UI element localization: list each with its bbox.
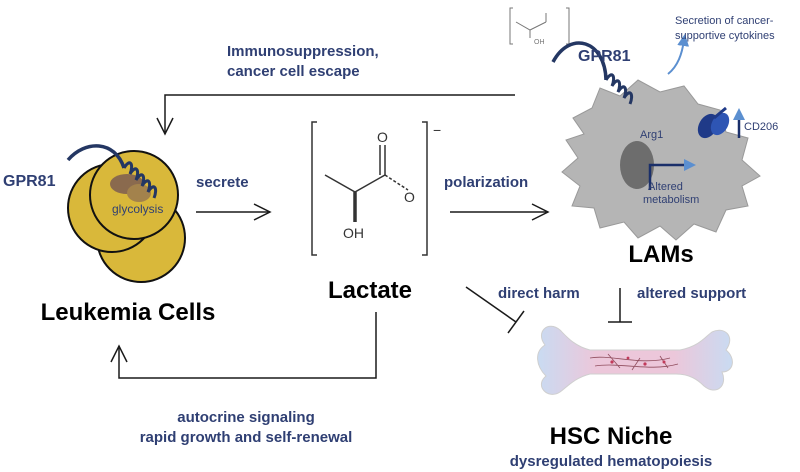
- gpr81-top-label: GPR81: [578, 48, 631, 65]
- autocrine-label-1: autocrine signaling: [177, 409, 315, 426]
- bone-icon: [537, 325, 733, 395]
- lams-title: LAMs: [628, 241, 693, 268]
- autocrine-label-2: rapid growth and self-renewal: [140, 429, 353, 446]
- altered-support-label: altered support: [637, 285, 746, 302]
- secrete-label: secrete: [196, 174, 249, 191]
- secretion-arrow: [667, 34, 690, 75]
- immuno-label-2: cancer cell escape: [227, 63, 360, 80]
- gpr81-helix-top: [604, 73, 634, 105]
- dysregulated-label: dysregulated hematopoiesis: [510, 453, 713, 470]
- immuno-label-1: Immunosuppression,: [227, 43, 379, 60]
- cd206-label: CD206: [744, 121, 778, 133]
- lactate-title: Lactate: [328, 277, 412, 304]
- gpr81-left-label: GPR81: [3, 173, 56, 190]
- lactate-icon-oh: OH: [534, 39, 545, 46]
- altered-label: Altered: [648, 181, 683, 193]
- metabolism-label: metabolism: [643, 194, 699, 206]
- glycolysis-label: glycolysis: [112, 202, 163, 216]
- immunosuppression-arrow: [156, 94, 515, 136]
- gpr81-tail-left: [66, 144, 126, 169]
- cd206-receptor: [697, 106, 730, 139]
- lactate-oxygen-2: O: [404, 189, 415, 205]
- macrophage-nucleus: [620, 141, 654, 189]
- autocrine-arrow: [110, 312, 377, 379]
- gpr81-helix-left: [122, 161, 158, 199]
- hsc-niche-title: HSC Niche: [550, 423, 673, 450]
- direct-harm-inhibitor: [465, 286, 525, 334]
- lactate-icon-small: [509, 7, 570, 45]
- gpr81-tail-top: [551, 41, 608, 81]
- altered-support-inhibitor: [608, 288, 632, 323]
- leukemia-cells: [66, 144, 186, 283]
- direct-harm-label: direct harm: [498, 285, 580, 302]
- lactate-structure: [311, 121, 428, 256]
- polarization-label: polarization: [444, 174, 528, 191]
- leukemia-title: Leukemia Cells: [41, 299, 216, 326]
- secretion-label-2: supportive cytokines: [675, 30, 775, 42]
- lactate-hydroxyl: OH: [343, 225, 364, 241]
- secretion-label-1: Secretion of cancer-: [675, 15, 774, 27]
- lactate-charge: −: [433, 122, 441, 138]
- glycolysis-nucleus: [127, 184, 151, 202]
- lactate-oxygen-1: O: [377, 129, 388, 145]
- arg1-label: Arg1: [640, 129, 663, 141]
- macrophage: [551, 41, 761, 241]
